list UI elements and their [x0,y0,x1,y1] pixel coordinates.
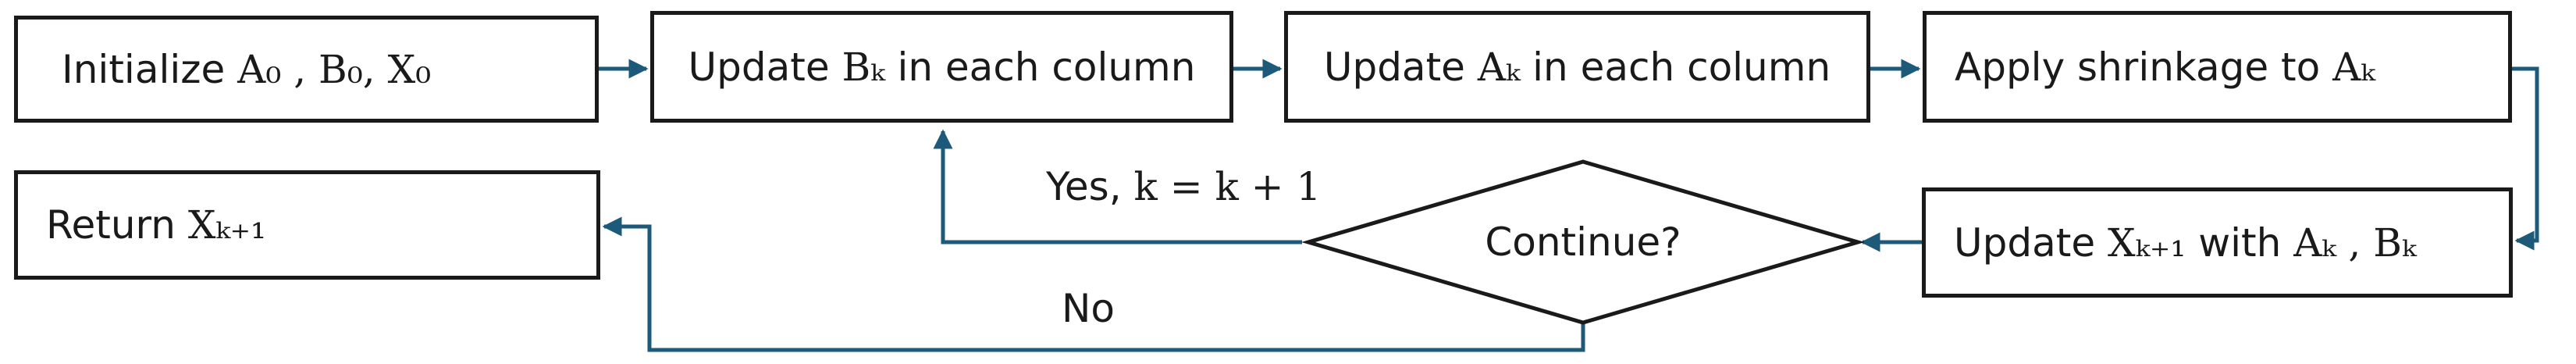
node-apply-shrinkage: Apply shrinkage to Aₖ [1923,11,2512,123]
node-update-a-label-before: Update [1323,44,1465,90]
edge-label-yes-text: Yes, [1046,164,1122,209]
edge-decision-yes [933,129,1302,244]
decision-label: Continue? [1485,219,1681,265]
node-update-b-label-after: in each column [897,44,1196,90]
node-update-b-math: Bₖ [841,44,885,90]
node-update-x-label-before: Update [1954,219,2096,266]
node-update-b: Update Bₖ in each column [650,11,1233,123]
edge-label-yes-math: k = k + 1 [1133,164,1322,209]
node-apply-shrinkage-label: Apply shrinkage to [1955,44,2321,90]
node-return-math: Xₖ₊₁ [187,202,267,248]
node-update-b-label-before: Update [688,44,830,90]
edge-label-no-text: No [1062,286,1115,331]
node-initialize-label: Initialize [62,46,226,92]
decision-label-text: Continue? [1485,219,1681,265]
node-update-a: Update Aₖ in each column [1284,11,1870,123]
decision-diamond [1301,159,1865,325]
node-initialize: Initialize A₀ , B₀, X₀ [14,16,599,123]
edge-shrink-to-update-x [2512,66,2539,251]
edge-label-yes: Yes, k = k + 1 [1046,164,1321,209]
node-return: Return Xₖ₊₁ [14,170,600,280]
edge-decision-no [602,216,1585,352]
node-return-label: Return [46,202,176,248]
node-apply-shrinkage-math: Aₖ [2332,44,2375,90]
node-update-a-label-after: in each column [1532,44,1831,90]
edge-label-no: No [1062,286,1115,331]
node-update-x-math-target: Xₖ₊₁ [2108,219,2186,266]
node-update-x: Update Xₖ₊₁ with Aₖ , Bₖ [1922,187,2513,298]
node-update-x-math-inputs: Aₖ , Bₖ [2293,219,2417,266]
node-update-x-label-middle: with [2198,219,2282,266]
node-initialize-math: A₀ , B₀, X₀ [237,46,432,92]
node-update-a-math: Aₖ [1477,44,1521,90]
